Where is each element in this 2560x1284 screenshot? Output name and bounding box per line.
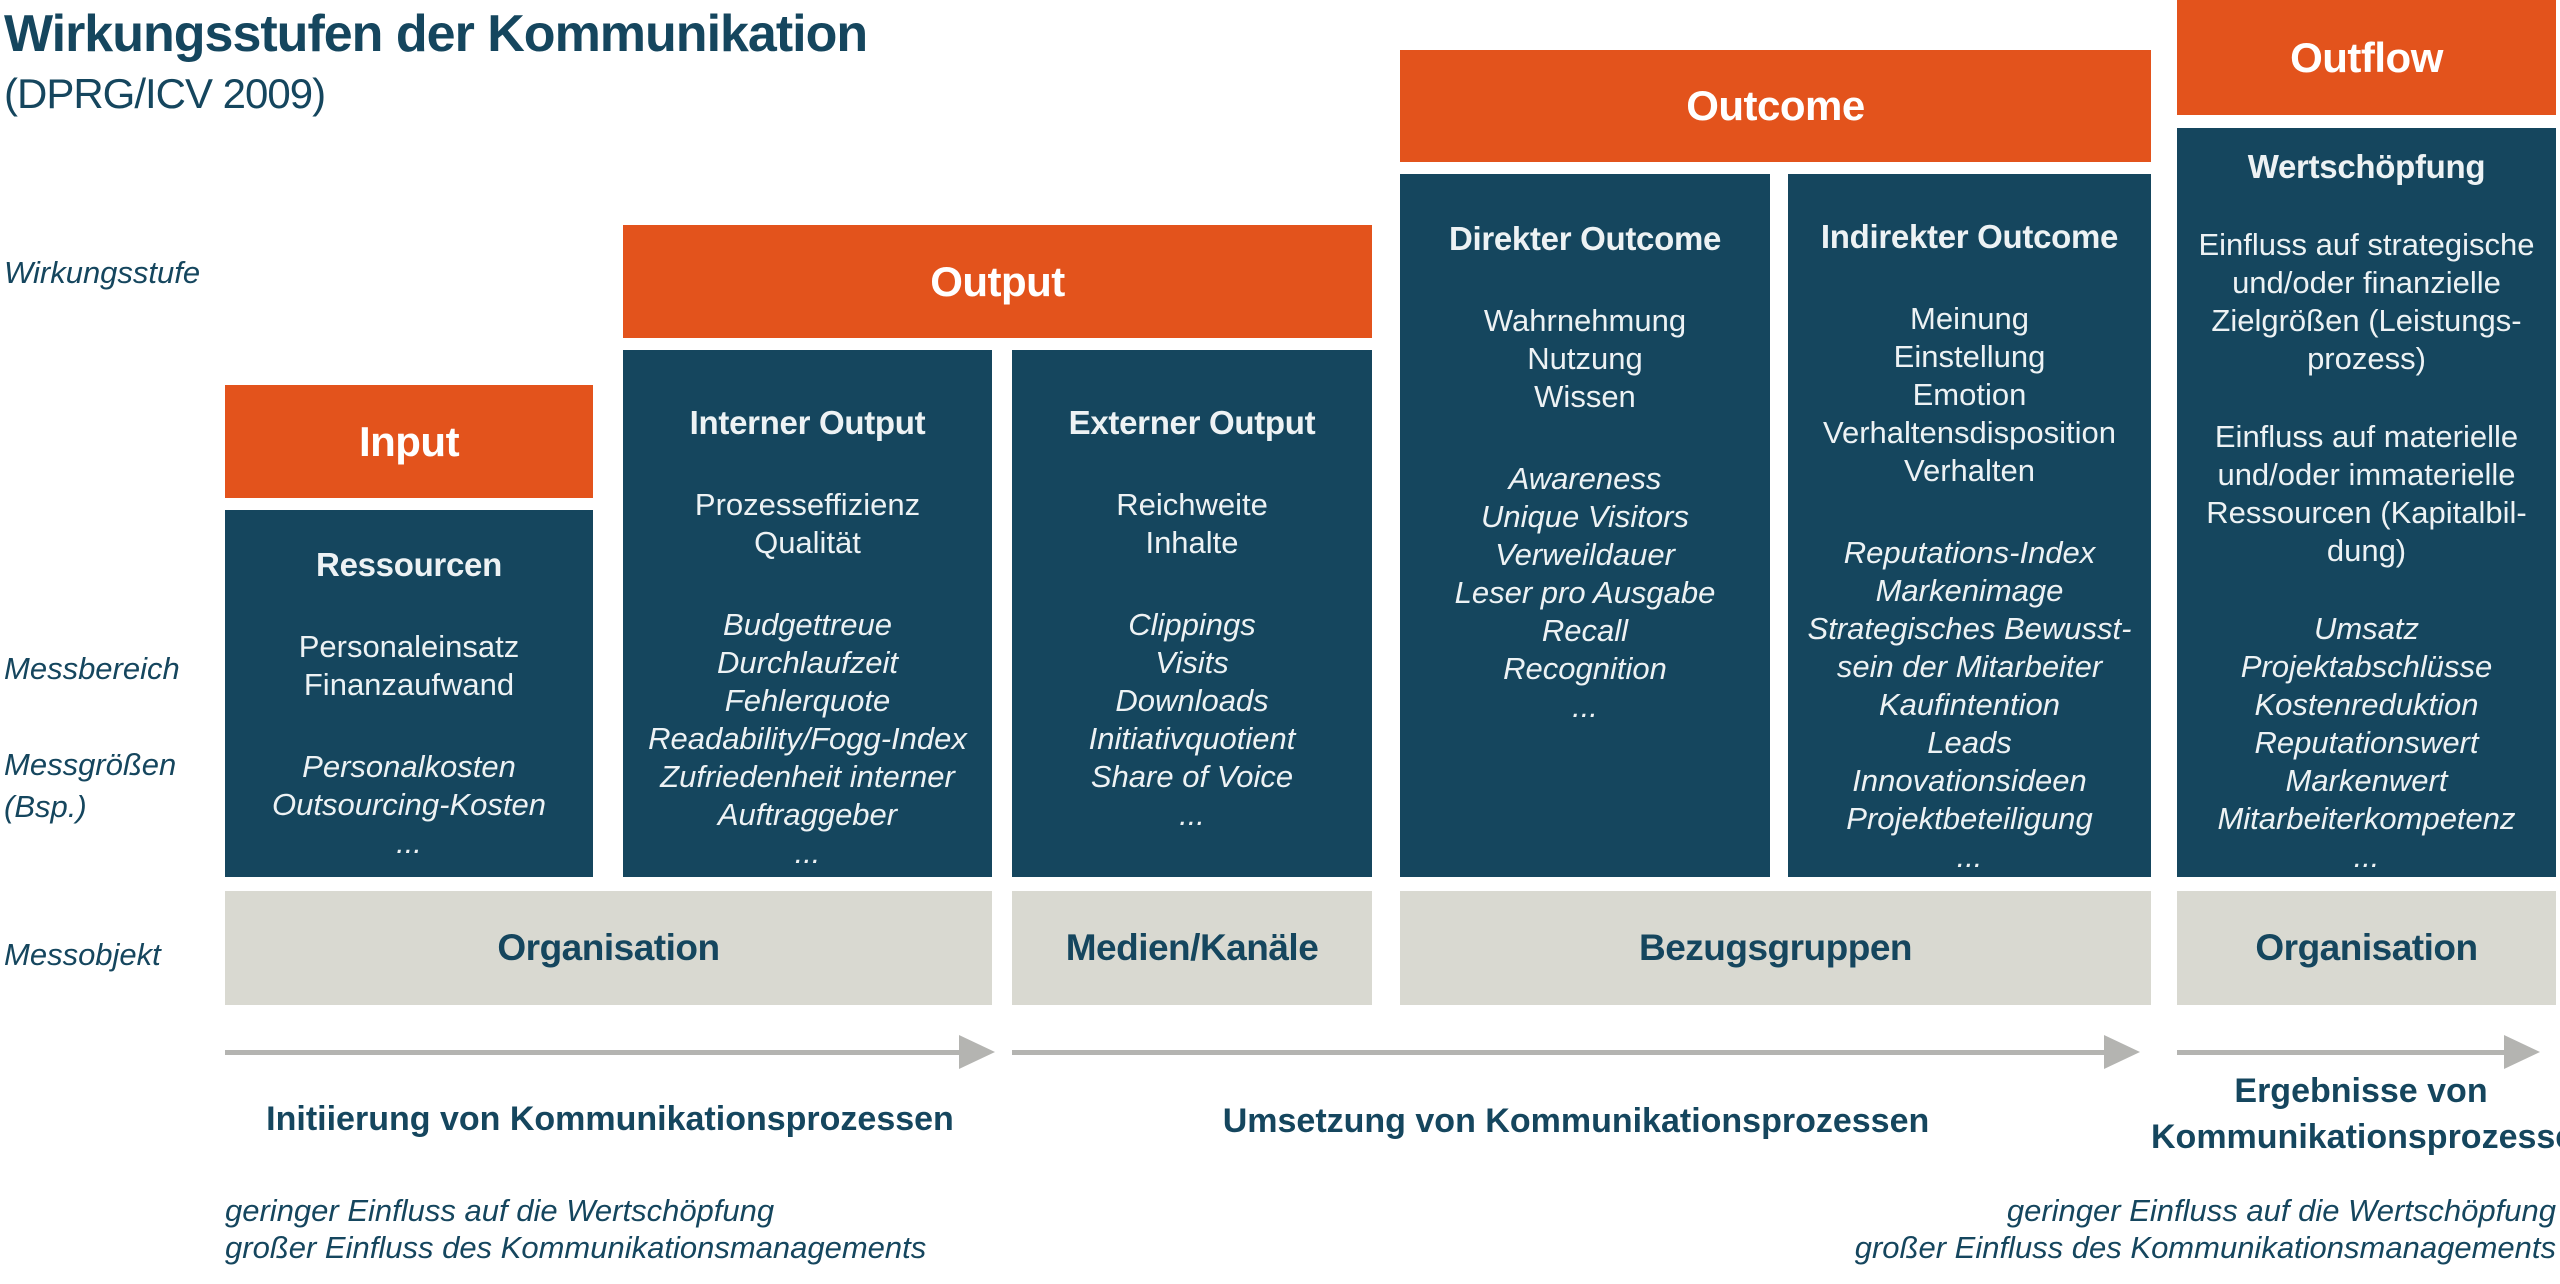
process-label-ergebnisse: Ergebnisse von Kommunikationsprozessen <box>2151 1072 2560 1156</box>
page-subtitle: (DPRG/ICV 2009) <box>4 70 326 117</box>
input-measures: Personaleinsatz Finanzaufwand <box>298 629 520 702</box>
stage-header-outcome: Outcome <box>1400 50 2151 162</box>
row-label-messgroessen: Messgrößen (Bsp.) <box>4 747 177 824</box>
input-examples: Personalkosten Outsourcing-Kosten ... <box>272 749 546 860</box>
footnote-right: geringer Einfluss auf die Wertschöpfung … <box>1854 1193 2556 1265</box>
direkter-outcome-box: Direkter Outcome Wahrnehmung Nutzung Wis… <box>1400 174 1770 877</box>
arrow-shaft <box>225 1049 959 1055</box>
page-title: Wirkungsstufen der Kommunikation <box>4 5 868 63</box>
measure-object-medien-kanaele: Medien/Kanäle <box>1012 891 1372 1005</box>
direkter-outcome-examples: Awareness Unique Visitors Verweildauer L… <box>1454 461 1716 724</box>
indirekter-outcome-measures: Meinung Einstellung Emotion Verhaltensdi… <box>1823 301 2116 488</box>
arrow-head-icon <box>2104 1035 2140 1069</box>
stage-header-input: Input <box>225 385 593 498</box>
arrow-head-icon <box>2504 1035 2540 1069</box>
stage-header-outflow: Outflow <box>2177 0 2556 115</box>
outflow-examples: Umsatz Projektabschlüsse Kostenreduktion… <box>2217 611 2516 874</box>
indirekter-outcome-box: Indirekter Outcome Meinung Einstellung E… <box>1788 174 2151 877</box>
initiierung-arrow-icon <box>225 1034 995 1070</box>
process-label-umsetzung: Umsetzung von Kommunikationsprozessen <box>1222 1102 1930 1140</box>
row-label-messobjekt: Messobjekt <box>4 937 161 972</box>
externer-output-examples: Clippings Visits Downloads Initiativquot… <box>1088 607 1296 832</box>
externer-output-measures: Reichweite Inhalte <box>1116 487 1268 560</box>
input-box-title: Ressourcen <box>316 546 502 583</box>
arrow-head-icon <box>959 1035 995 1069</box>
outflow-box: Wertschöpfung Einfluss auf strategische … <box>2177 128 2556 877</box>
interner-output-box-title: Interner Output <box>689 404 926 441</box>
indirekter-outcome-examples: Reputations-Index Markenimage Strategisc… <box>1807 535 2132 874</box>
arrow-shaft <box>1012 1049 2104 1055</box>
input-box: Ressourcen Personaleinsatz Finanzaufwand… <box>225 510 593 877</box>
ergebnisse-arrow-icon <box>2177 1034 2540 1070</box>
indirekter-outcome-box-title: Indirekter Outcome <box>1820 218 2119 255</box>
externer-output-box: Externer Output Reichweite Inhalte Clipp… <box>1012 350 1372 877</box>
measure-object-bezugsgruppen: Bezugsgruppen <box>1400 891 2151 1005</box>
externer-output-box-title: Externer Output <box>1068 404 1316 441</box>
interner-output-box: Interner Output Prozesseffizienz Qualitä… <box>623 350 992 877</box>
outflow-measures-1: Einfluss auf strategische und/oder finan… <box>2198 227 2535 376</box>
row-label-messbereich: Messbereich <box>4 651 180 686</box>
arrow-shaft <box>2177 1049 2504 1055</box>
row-label-wirkungsstufe: Wirkungsstufe <box>4 255 201 290</box>
umsetzung-arrow-icon <box>1012 1034 2140 1070</box>
direkter-outcome-box-title: Direkter Outcome <box>1448 220 1722 257</box>
interner-output-examples: Budgettreue Durchlaufzeit Fehlerquote Re… <box>648 607 967 870</box>
measure-object-organisation-2: Organisation <box>2177 891 2556 1005</box>
measure-object-organisation-1: Organisation <box>225 891 992 1005</box>
process-label-initiierung: Initiierung von Kommunikationsprozessen <box>266 1100 954 1138</box>
outflow-box-title: Wertschöpfung <box>2247 148 2486 185</box>
interner-output-measures: Prozesseffizienz Qualität <box>694 487 921 560</box>
direkter-outcome-measures: Wahrnehmung Nutzung Wissen <box>1483 303 1687 414</box>
outflow-measures-2: Einfluss auf materielle und/oder immater… <box>2206 419 2527 568</box>
stage-header-output: Output <box>623 225 1372 338</box>
footnote-left: geringer Einfluss auf die Wertschöpfung … <box>225 1193 927 1265</box>
